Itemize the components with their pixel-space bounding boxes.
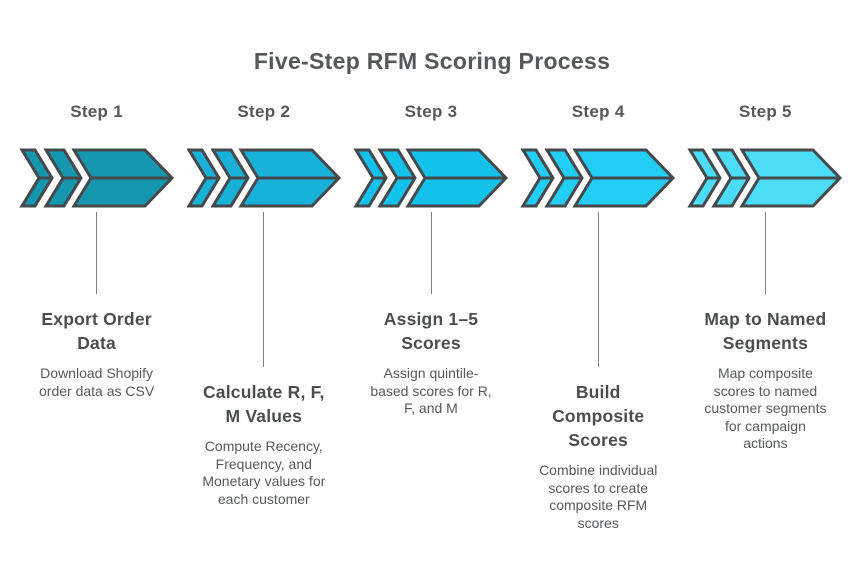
- chevron-group: [687, 148, 843, 208]
- step-column-4: Step 4 Build Composite Scores Combine in…: [515, 102, 682, 532]
- chevron-arrow-icon: [520, 148, 676, 208]
- step-label: Step 5: [739, 102, 792, 121]
- step-description: Combine individual scores to create comp…: [539, 462, 658, 531]
- connector-line: [263, 212, 265, 367]
- connector-line: [96, 212, 98, 294]
- step-description: Map composite scores to named customer s…: [704, 365, 827, 451]
- step-label: Step 3: [404, 102, 458, 121]
- chevron-arrow-icon: [186, 148, 341, 208]
- step-heading: Calculate R, F, M Values: [202, 382, 325, 426]
- chevron-group: [18, 148, 174, 208]
- step-heading: Build Composite Scores: [552, 382, 645, 450]
- chevron-arrow-icon: [353, 148, 509, 208]
- step-description: Download Shopify order data as CSV: [39, 365, 155, 399]
- step-label: Step 2: [237, 102, 291, 121]
- connector-line: [597, 212, 599, 367]
- chevron-arrow-icon: [687, 148, 843, 208]
- step-column-3: Step 3 Assign 1–5 Scores Assign quintile…: [347, 102, 514, 532]
- chevron-group: [353, 148, 509, 208]
- diagram-title: Five-Step RFM Scoring Process: [253, 48, 611, 74]
- connector-line: [430, 212, 432, 294]
- step-heading: Map to Named Segments: [704, 309, 827, 353]
- chevron-group: [186, 148, 341, 208]
- step-heading: Assign 1–5 Scores: [383, 309, 479, 353]
- chevron-group: [520, 148, 676, 208]
- step-heading: Export Order Data: [41, 309, 152, 353]
- step-column-2: Step 2 Calculate R, F, M Values Compute …: [180, 102, 347, 532]
- step-description: Compute Recency, Frequency, and Monetary…: [202, 438, 326, 507]
- step-column-5: Step 5 Map to Named Segments Map composi…: [682, 102, 849, 532]
- step-label: Step 4: [571, 102, 625, 121]
- step-label: Step 1: [70, 102, 124, 121]
- step-description: Assign quintile- based scores for R, F, …: [370, 365, 492, 416]
- chevron-arrow-icon: [18, 148, 174, 208]
- steps-row: Step 1 Export Order Data Download Shopif…: [0, 102, 864, 532]
- step-column-1: Step 1 Export Order Data Download Shopif…: [13, 102, 180, 532]
- connector-line: [764, 212, 766, 294]
